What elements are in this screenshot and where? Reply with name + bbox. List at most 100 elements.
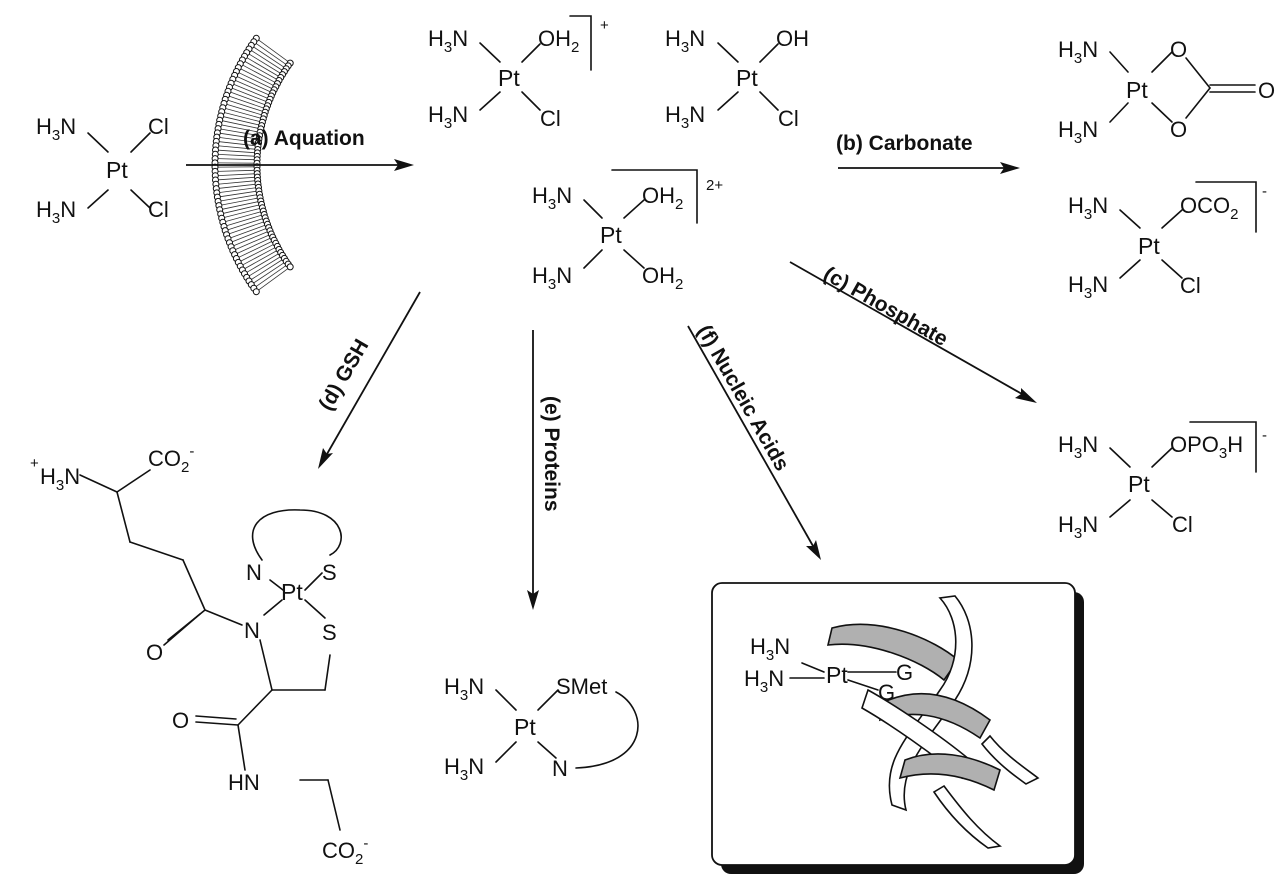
svg-text:Pt: Pt [281, 579, 303, 605]
ligand-cl: Cl [148, 197, 169, 222]
svg-text:OCO2: OCO2 [1180, 193, 1238, 223]
lipid-tail [222, 201, 258, 210]
lipid-tail [246, 253, 279, 273]
lipid-tail [226, 104, 262, 116]
svg-text:+: + [30, 455, 39, 472]
lipid-tail [230, 225, 265, 239]
svg-text:O: O [172, 708, 189, 733]
guanine-label: G [878, 680, 895, 705]
charge-plus: + [600, 17, 609, 34]
arrow-proteins: (e) Proteins [527, 330, 563, 610]
lipid-tail [218, 176, 255, 181]
lipid-tail [230, 91, 265, 105]
svg-text:OH: OH [776, 26, 809, 51]
svg-text:Pt: Pt [1126, 77, 1148, 103]
charge-minus: - [1262, 183, 1267, 200]
lipid-tail [218, 154, 255, 157]
lipid-tail [255, 43, 286, 65]
svg-text:OH2: OH2 [642, 263, 683, 293]
lipid-tail [229, 95, 264, 109]
lipid-tail [224, 112, 260, 122]
protein-adduct: Pt SMet N [444, 674, 639, 784]
cisplatin-molecule: Pt Cl Cl [36, 114, 169, 227]
lipid-tail [218, 180, 255, 185]
charge-two-plus: 2+ [706, 177, 723, 194]
svg-text:HN: HN [228, 770, 260, 795]
lipid-tail [244, 250, 277, 269]
lipid-tail [226, 214, 262, 226]
lipid-tail [218, 145, 255, 150]
lipid-tail [242, 64, 275, 83]
lipid-tail [220, 132, 257, 140]
aqua-chlorido-complex: Pt OH2 Cl + [428, 15, 609, 132]
lipid-tail [218, 173, 255, 176]
lipid-tail [227, 218, 263, 231]
svg-text:OH2: OH2 [538, 26, 579, 56]
lipid-tail [244, 61, 277, 80]
lipid-tail [233, 84, 268, 99]
lipid-tail [240, 68, 274, 86]
lipid-tail [253, 262, 285, 284]
lipid-tail [229, 221, 264, 235]
lipid-tail [242, 247, 275, 266]
lipid-tail [240, 244, 274, 262]
lipid-tail [251, 50, 283, 71]
svg-text:N: N [552, 756, 568, 781]
carbonato-chelate-complex: Pt O O O [1058, 37, 1275, 147]
arrow-aquation: (a) Aquation [186, 127, 414, 171]
lipid-tail [251, 259, 283, 280]
dna-double-helix [826, 595, 1040, 849]
svg-text:Cl: Cl [1172, 512, 1193, 537]
svg-text:O: O [1258, 78, 1275, 103]
label-proteins: (e) Proteins [540, 396, 563, 512]
lipid-tail [221, 128, 257, 136]
lipid-tail [221, 194, 257, 202]
lipid-tail [235, 80, 269, 96]
carbonato-chlorido-complex: Pt OCO2 Cl - [1068, 181, 1267, 302]
lipid-tail [255, 265, 286, 287]
lipid-tail [219, 141, 256, 147]
svg-text:O: O [146, 640, 163, 665]
svg-text:Pt: Pt [736, 65, 758, 91]
svg-text:S: S [322, 620, 337, 645]
arrow-phosphate: (c) Phosphate [789, 261, 1037, 403]
lipid-tail [238, 241, 272, 258]
svg-text:Pt: Pt [1128, 471, 1150, 497]
charge-minus: - [1262, 427, 1267, 444]
ligand-h3n [36, 114, 77, 144]
arrow-carbonate: (b) Carbonate [836, 132, 1020, 174]
guanine-label: G [896, 660, 913, 685]
lipid-tail [225, 108, 261, 119]
ligand-h3n [36, 197, 77, 227]
arrow-nucleic-acids: (f) Nucleic Acids [687, 321, 821, 560]
svg-text:OH2: OH2 [642, 183, 683, 213]
svg-text:OPO3H: OPO3H [1170, 432, 1243, 462]
lipid-tail [223, 204, 259, 214]
lipid-tail [233, 231, 268, 246]
lipid-tail [232, 228, 267, 243]
lipid-tail [237, 76, 271, 92]
svg-text:CO2-: CO2- [322, 835, 368, 868]
lipid-tail [249, 256, 281, 277]
lipid-tail [232, 87, 267, 102]
lipid-tail [221, 124, 258, 133]
svg-text:Cl: Cl [1180, 273, 1201, 298]
lipid-tail [227, 99, 263, 112]
svg-text:Cl: Cl [778, 106, 799, 131]
lipid-tail [219, 183, 256, 189]
lipid-tail [253, 46, 285, 68]
svg-text:N: N [244, 618, 260, 643]
arrow-gsh: (d) GSH [314, 291, 421, 469]
svg-text:S: S [322, 560, 337, 585]
lipid-tail [223, 116, 259, 126]
label-gsh: (d) GSH [314, 335, 373, 414]
svg-text:Cl: Cl [540, 106, 561, 131]
lipid-tail [221, 197, 258, 206]
svg-text:Pt: Pt [498, 65, 520, 91]
lipid-tail [225, 211, 261, 222]
svg-text:O: O [1170, 37, 1187, 62]
lipid-tail [246, 57, 279, 77]
lipid-head [286, 263, 294, 271]
label-carbonate: (b) Carbonate [836, 132, 973, 155]
glutathione-adduct: + CO2- N S Pt N S O O HN CO2- [30, 443, 368, 868]
